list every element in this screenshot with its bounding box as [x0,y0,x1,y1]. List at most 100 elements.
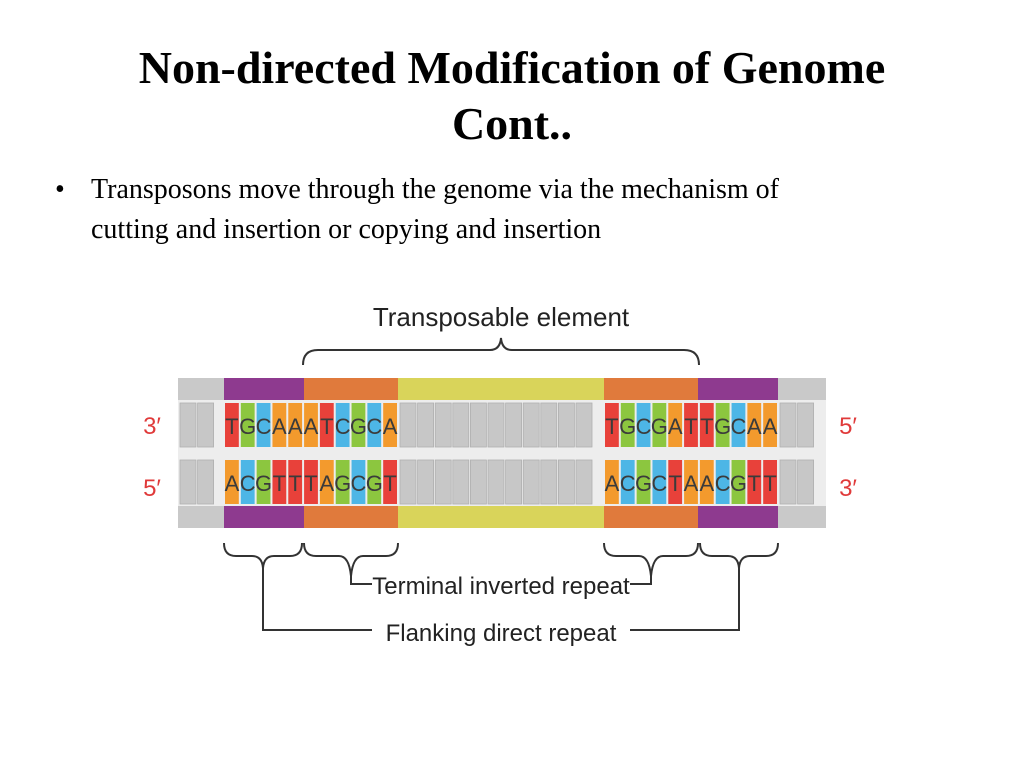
base-letter-top-right-9: A [747,414,762,439]
gray-slot-bot1-5 [487,459,505,505]
base-top-left-10 [383,403,397,447]
base-letter-bottom-left-8: C [351,471,367,496]
region-top-tir-left [304,378,398,400]
base-bottom-right-2 [636,460,651,504]
base-letter-top-left-5: A [304,414,319,439]
base-bottom-right-5 [684,460,698,504]
base-letter-bottom-left-7: G [334,471,351,496]
base-bottom-left-10 [383,460,397,504]
base-letter-top-left-0: T [225,414,238,439]
base-letter-top-right-8: C [731,414,747,439]
end-label-top-left: 3′ [143,413,161,440]
base-letter-top-right-10: A [763,414,778,439]
base-top-left-1 [240,403,255,447]
left-flank-brace [223,542,303,569]
region-top-core [398,378,604,400]
base-top-right-6 [699,403,714,447]
region-top-flank-right [698,378,778,400]
base-top-right-2 [636,403,651,447]
base-top-left-2 [256,403,271,447]
gray-slot-top1-2 [434,402,452,448]
base-letter-top-left-8: G [350,414,367,439]
base-bottom-right-4 [668,460,683,504]
base-top-left-7 [335,403,350,447]
base-letter-bottom-left-0: A [225,471,240,496]
base-top-right-9 [747,403,762,447]
gray-slot-top1-0 [399,402,417,448]
base-bottom-right-1 [620,460,635,504]
base-letter-bottom-right-2: G [635,471,652,496]
base-bottom-left-5 [304,460,318,504]
base-letter-top-left-2: C [256,414,272,439]
gray-slot-top2-1 [797,402,814,448]
gray-slot-top1-6 [505,402,523,448]
base-top-left-0 [225,403,239,447]
slide-title: Non-directed Modification of Genome Cont… [0,40,1024,152]
region-top-tir-right [604,378,698,400]
region-bottom-core [398,506,604,528]
base-letter-bottom-right-5: A [684,471,699,496]
gray-slot-top0-1 [197,402,215,448]
base-letter-bottom-left-9: G [366,471,383,496]
title-line-1: Non-directed Modification of Genome [138,42,886,93]
base-bottom-left-3 [272,460,287,504]
title-line-2: Cont.. [451,98,573,149]
base-letter-top-right-0: T [605,414,618,439]
region-bottom-flank-right [698,506,778,528]
end-label-bottom-right: 3′ [839,475,857,502]
base-bottom-right-7 [715,460,730,504]
base-bottom-left-9 [367,460,382,504]
right-flank-brace [699,542,779,569]
base-letter-bottom-left-2: G [255,471,272,496]
base-bottom-left-2 [256,460,271,504]
label-transposable-element: Transposable element [373,302,630,332]
base-letter-bottom-right-1: C [620,471,636,496]
base-bottom-right-3 [652,460,667,504]
base-bottom-right-0 [605,460,619,504]
base-bottom-left-4 [288,460,303,504]
gray-slot-top1-10 [575,402,593,448]
base-top-left-3 [272,403,287,447]
base-letter-bottom-left-6: A [319,471,334,496]
bullet-text: Transposons move through the genome via … [91,170,971,250]
tir-connector-right [630,576,652,585]
base-letter-bottom-right-8: G [730,471,747,496]
base-letter-bottom-right-6: A [699,471,714,496]
gray-slot-bot1-9 [558,459,575,505]
base-top-right-4 [668,403,683,447]
gray-slot-top0-0 [179,402,197,448]
base-top-left-9 [367,403,382,447]
base-letter-bottom-right-3: C [651,471,667,496]
base-bottom-left-1 [240,460,255,504]
gray-slot-bot0-0 [179,459,197,505]
base-letter-top-left-7: C [335,414,351,439]
base-letter-top-right-6: T [700,414,713,439]
base-letter-top-left-1: G [239,414,256,439]
base-top-left-5 [304,403,318,447]
base-top-left-8 [351,403,366,447]
gray-slot-bot1-1 [417,459,435,505]
base-letter-top-right-2: C [636,414,652,439]
base-letter-bottom-left-3: T [273,471,286,496]
region-bottom-tir-right [604,506,698,528]
base-bottom-left-0 [225,460,239,504]
base-top-right-10 [763,403,777,447]
gray-slot-bot1-6 [505,459,523,505]
gray-slot-top1-3 [452,402,470,448]
base-letter-top-right-5: T [684,414,697,439]
base-top-right-7 [715,403,730,447]
base-top-right-8 [731,403,746,447]
gray-slot-bot2-0 [779,459,797,505]
gray-slot-bot2-1 [797,459,814,505]
base-letter-bottom-left-10: T [383,471,396,496]
base-letter-bottom-left-4: T [288,471,301,496]
base-letter-bottom-right-4: T [668,471,681,496]
region-bottom-tir-left [304,506,398,528]
base-letter-bottom-right-9: T [748,471,761,496]
gray-slot-bot0-1 [197,459,215,505]
gray-slot-bot1-3 [452,459,470,505]
base-letter-bottom-right-7: C [715,471,731,496]
base-top-right-5 [684,403,698,447]
gray-slot-bot1-7 [522,459,540,505]
